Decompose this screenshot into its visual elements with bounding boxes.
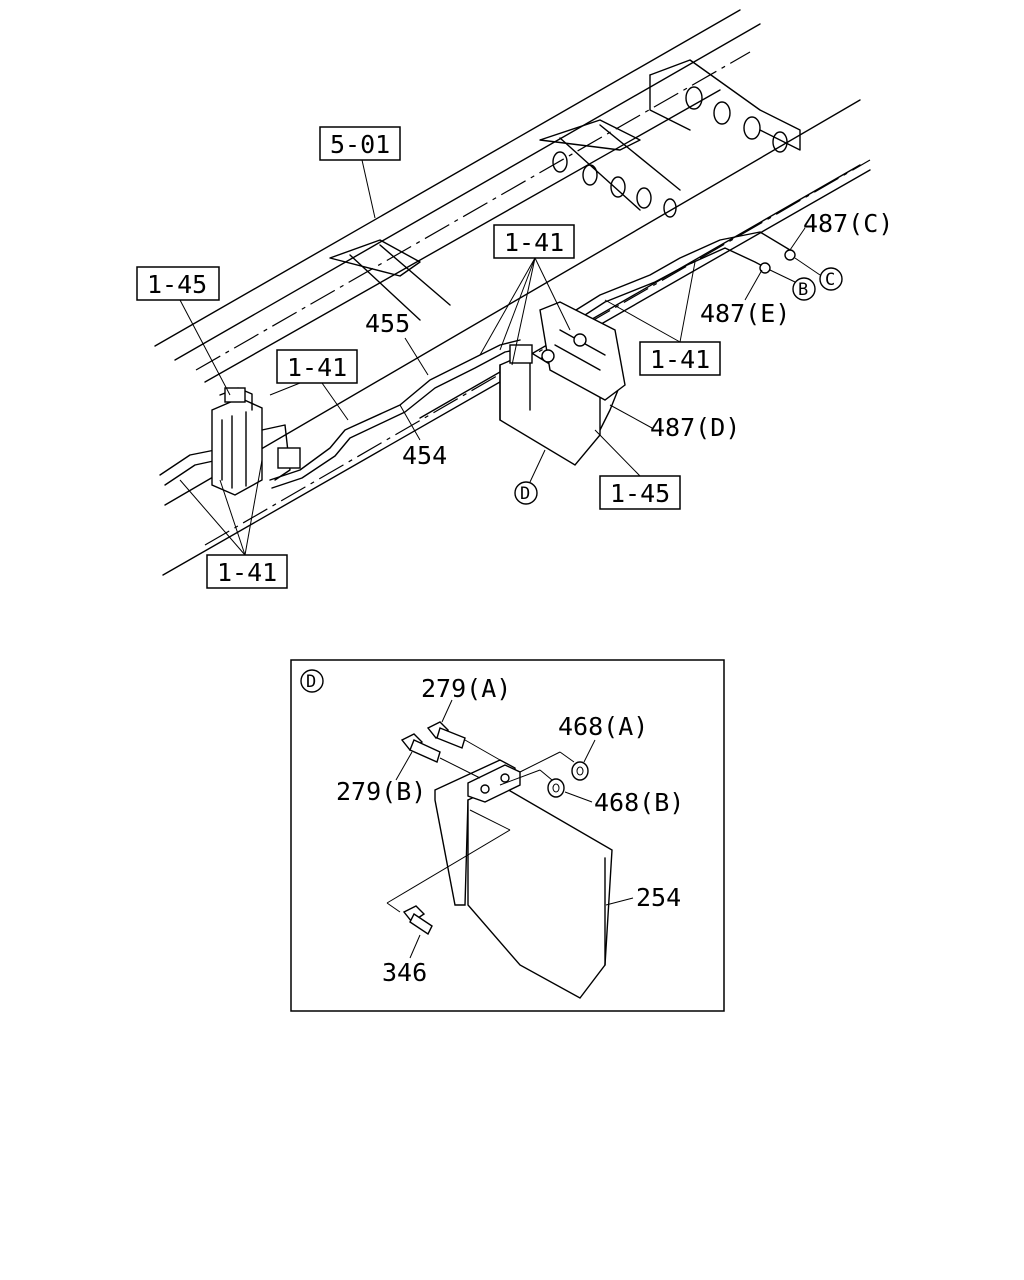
marker-c: C <box>794 257 843 291</box>
part-455: 455 <box>365 309 410 338</box>
part-454: 454 <box>402 441 447 470</box>
marker-b: B <box>769 269 816 301</box>
center-control-unit <box>499 301 626 466</box>
part-487c: 487(C) <box>803 209 893 238</box>
callout-1-41-upper: 1-41 <box>479 224 575 366</box>
callout-1-45-bottom: 1-45 <box>594 429 681 510</box>
callout-1-41-right: 1-41 <box>604 261 721 376</box>
callout-1-45-left: 1-45 <box>136 266 231 396</box>
callout-1-41-mid-left: 1-41 <box>269 349 358 421</box>
ref-1-45-bottom: 1-45 <box>610 479 670 508</box>
detail-d-marker: D <box>306 672 316 692</box>
chassis-frame <box>154 9 871 576</box>
ref-1-45-left: 1-45 <box>147 270 207 299</box>
marker-d-text: D <box>520 484 530 504</box>
part-label-487d: 487(D) <box>609 404 740 442</box>
marker-d: D <box>514 449 546 505</box>
nut-468b <box>547 778 565 798</box>
marker-c-text: C <box>825 270 835 290</box>
part-468b: 468(B) <box>594 788 684 817</box>
ref-1-41-upper-center: 1-41 <box>504 228 564 257</box>
part-346: 346 <box>382 958 427 987</box>
ref-5-01: 5-01 <box>330 130 390 159</box>
callout-1-41-bottom-left: 1-41 <box>179 459 288 589</box>
part-label-487c: 487(C) <box>789 209 893 251</box>
nut-468a <box>571 761 589 781</box>
ref-1-41-bottom-left: 1-41 <box>217 558 277 587</box>
part-279a: 279(A) <box>421 674 511 703</box>
part-279b: 279(B) <box>336 777 426 806</box>
part-468a: 468(A) <box>558 712 648 741</box>
detail-d-panel: D <box>290 659 725 1012</box>
left-valve-assembly <box>211 387 301 496</box>
part-label-487e: 487(E) <box>700 269 790 328</box>
bolt-279b <box>400 733 481 779</box>
part-label-454: 454 <box>399 404 447 470</box>
part-254: 254 <box>636 883 681 912</box>
part-487d: 487(D) <box>650 413 740 442</box>
part-label-455: 455 <box>365 309 429 376</box>
part-487e: 487(E) <box>700 299 790 328</box>
callout-5-01: 5-01 <box>319 126 401 219</box>
marker-b-text: B <box>798 280 808 300</box>
ref-1-41-right: 1-41 <box>650 345 710 374</box>
ref-1-41-mid-left: 1-41 <box>287 353 347 382</box>
bolt-279a <box>426 721 501 761</box>
bolt-346 <box>386 809 511 936</box>
frame-holes <box>552 86 788 218</box>
